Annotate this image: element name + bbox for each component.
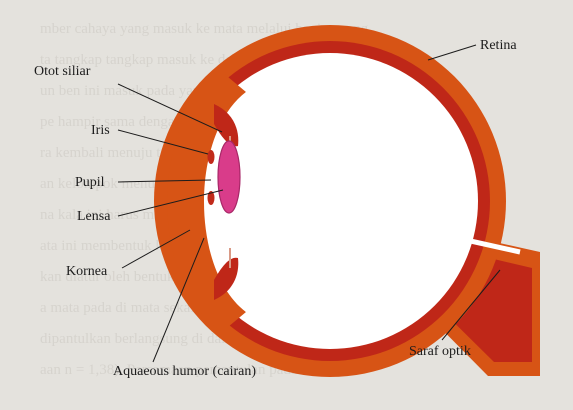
label-iris: Iris	[91, 123, 110, 139]
label-aqueous-humor: Aquaeous humor (cairan)	[113, 364, 256, 380]
label-kornea: Kornea	[66, 264, 107, 280]
iris-upper	[208, 150, 215, 164]
label-lensa: Lensa	[77, 209, 110, 225]
label-saraf-optik: Saraf optik	[409, 344, 471, 360]
label-retina: Retina	[480, 38, 517, 54]
lens	[218, 141, 240, 213]
leader-retina	[428, 45, 476, 60]
label-otot-siliar: Otot siliar	[34, 64, 90, 80]
label-pupil: Pupil	[75, 175, 105, 191]
